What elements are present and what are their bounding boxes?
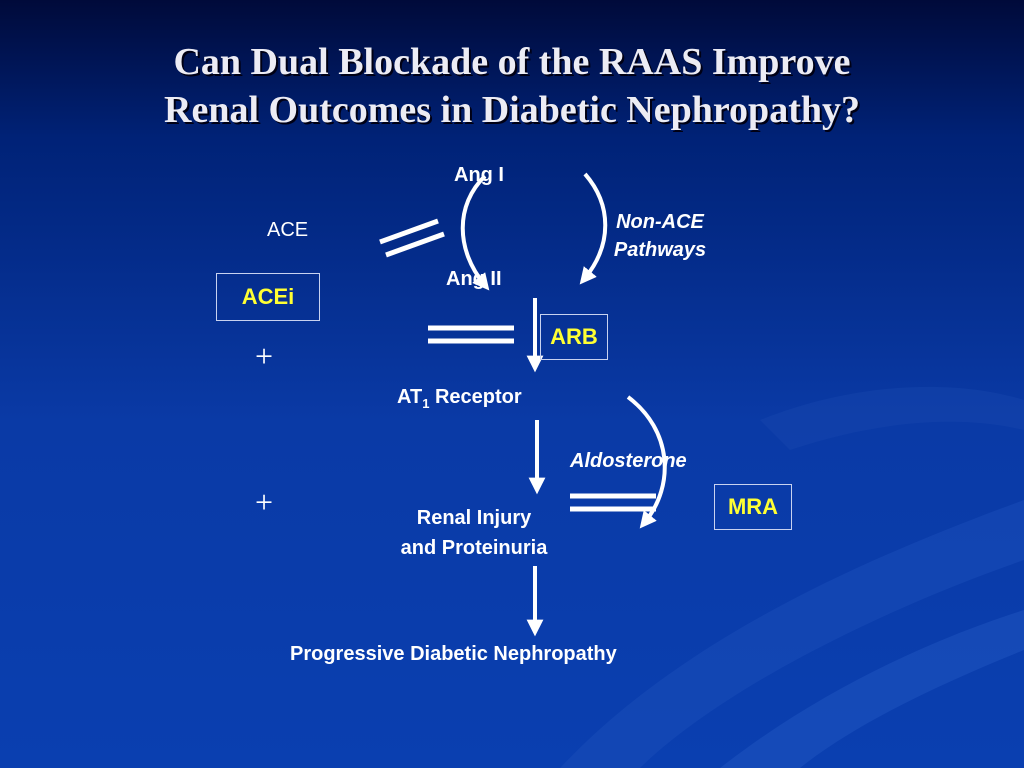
ace-conversion-arrow	[460, 174, 490, 291]
acei-block-symbol	[379, 218, 445, 258]
title-line-2: Renal Outcomes in Diabetic Nephropathy?	[164, 89, 860, 131]
non-ace-line-2: Pathways	[613, 239, 707, 261]
arb-block-symbol	[428, 325, 514, 344]
ang2-label: Ang II	[446, 268, 502, 290]
ace-label: ACE	[267, 219, 309, 241]
aldosterone-label: Aldosterone	[570, 450, 687, 472]
at1-suffix: Receptor	[429, 386, 522, 408]
mra-box: MRA	[714, 484, 792, 530]
at1-prefix: AT	[397, 386, 423, 408]
progressive-dn-label: Progressive Diabetic Nephropathy	[290, 643, 617, 665]
arb-box: ARB	[540, 314, 608, 360]
renal-injury-label: Renal Injury and Proteinuria	[364, 503, 584, 563]
title-line-1: Can Dual Blockade of the RAAS Improve	[173, 41, 851, 83]
slide-title: Can Dual Blockade of the RAAS Improve Re…	[0, 38, 1024, 134]
plus-sign-1: +	[255, 338, 274, 374]
renal-line-2: and Proteinuria	[400, 537, 548, 559]
non-ace-pathways-label: Non-ACE Pathways	[598, 208, 722, 264]
plus-sign-2: +	[255, 484, 274, 520]
renal-line-1: Renal Injury	[416, 507, 532, 529]
mra-block-symbol	[570, 493, 656, 512]
acei-box: ACEi	[216, 273, 320, 321]
at1-subscript: 1	[422, 396, 430, 411]
non-ace-line-1: Non-ACE	[616, 211, 704, 233]
ang1-label: Ang I	[454, 164, 504, 186]
non-ace-arrow	[579, 172, 608, 285]
at1-receptor-label: AT1 Receptor	[397, 386, 522, 411]
